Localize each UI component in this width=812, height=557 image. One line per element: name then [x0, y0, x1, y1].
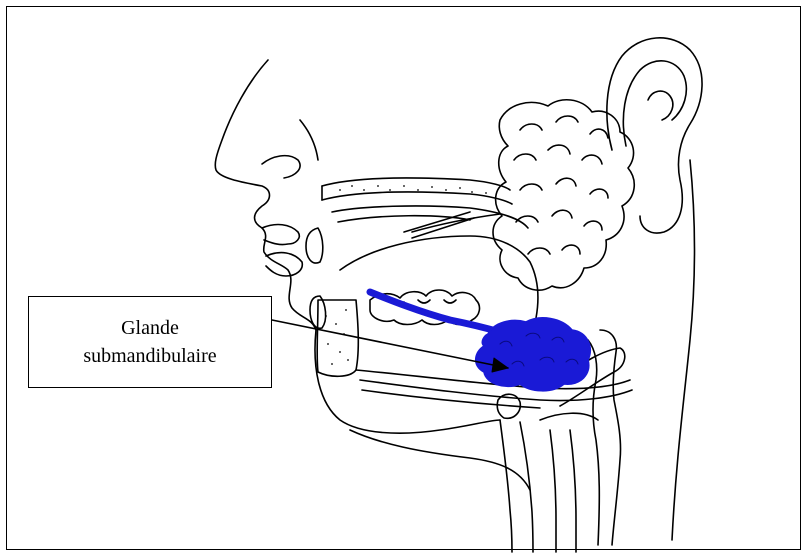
neck-back — [672, 160, 695, 540]
upper-lip — [262, 225, 299, 245]
parotid-gland — [493, 100, 634, 290]
submandibular-duct — [370, 292, 500, 332]
submandibular-gland — [476, 318, 591, 391]
ear-inner — [623, 61, 686, 146]
lower-lip — [266, 253, 302, 276]
face-profile — [215, 60, 316, 330]
parotid-lobules — [514, 116, 608, 254]
nose-bridge — [300, 120, 318, 160]
mandible-stipple — [325, 309, 349, 365]
esophagus — [550, 430, 556, 552]
label-box: Glande submandibulaire — [28, 296, 272, 388]
nostril — [262, 156, 300, 178]
mandible — [317, 300, 358, 376]
ear-outer — [607, 38, 702, 233]
upper-incisor — [306, 228, 323, 263]
gland-label: Glande submandibulaire — [83, 314, 216, 370]
hard-palate — [322, 178, 510, 190]
trachea-front — [500, 420, 512, 552]
cervical-spine — [600, 330, 621, 545]
